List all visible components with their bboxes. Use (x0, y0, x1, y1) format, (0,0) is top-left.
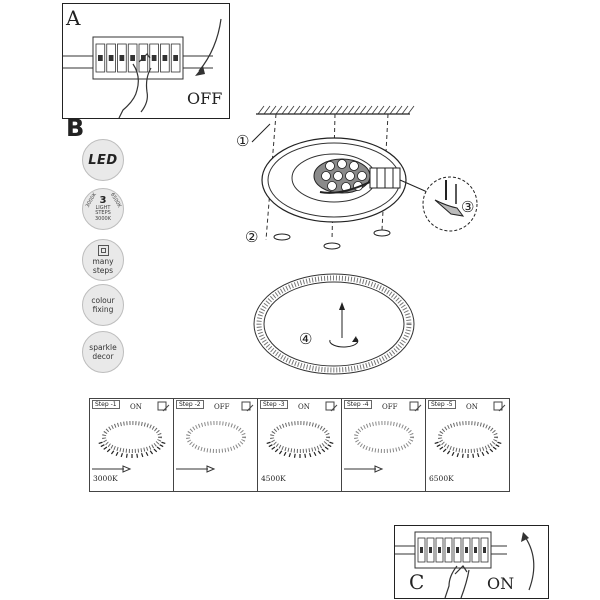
lamp-glow-icon (98, 421, 166, 458)
led-chip (345, 171, 355, 181)
step-panel-1: Step -1 ON 3000K (89, 398, 174, 492)
sparkle-decor-icon: sparkle decor (82, 331, 124, 373)
step-switch-state: ON (130, 403, 142, 411)
step-switch-state: ON (466, 403, 478, 411)
lamp-glow-icon (266, 421, 334, 458)
step-panel-4: Step -4 OFF (341, 398, 426, 492)
arrow-icon (176, 465, 216, 473)
step-panel-2: Step -2 OFF (173, 398, 258, 492)
hand-switch-icon (325, 401, 338, 412)
step-label: Step -5 (428, 400, 456, 409)
step-panel-5: Step -5 ON 6500K (425, 398, 510, 492)
light-rays (98, 441, 166, 458)
led-chip (337, 159, 347, 169)
breaker-panel-off-illustration (63, 18, 222, 118)
steps-line1: LIGHT (95, 204, 111, 211)
arrow-icon (92, 465, 132, 473)
panel-c-letter: C (409, 570, 425, 594)
ceiling-hatch (257, 105, 415, 115)
step-label: Step -2 (176, 400, 204, 409)
panel-b-letter: B (66, 114, 85, 142)
many-text: many (92, 257, 114, 266)
arrow-icon (344, 465, 384, 473)
callout-1: ① (236, 132, 250, 150)
square-symbol (97, 245, 109, 256)
sparkle-text: sparkle (89, 343, 117, 352)
step-kelvin: 3000K (93, 474, 118, 483)
step-panel-3: Step -3 ON 4500K (257, 398, 342, 492)
off-label: OFF (187, 89, 223, 108)
hand-switch-icon (157, 401, 170, 412)
lamp-off-icon (186, 421, 246, 453)
step-label: Step -3 (260, 400, 288, 409)
callout-2: ② (245, 228, 259, 246)
step-kelvin: 4500K (261, 474, 286, 483)
panel-c: C ON (394, 525, 549, 599)
step-label: Step -4 (344, 400, 372, 409)
hand-switch-icon (241, 401, 254, 412)
led-chip (333, 171, 343, 181)
led-chip (321, 171, 331, 181)
decor-text: decor (92, 352, 114, 361)
led-chip (327, 181, 337, 191)
light-rays (434, 441, 502, 458)
breaker-panel-on-illustration (395, 531, 535, 598)
hand-switch-icon (493, 401, 506, 412)
lamp-glow-icon (434, 421, 502, 458)
panel-a-letter: A (66, 6, 81, 30)
led-chip (357, 171, 367, 181)
light-rays (266, 441, 334, 458)
light-steps-icon: 3 LIGHT STEPS 3000K 3000K 6500K (82, 188, 124, 230)
led-chip (349, 161, 359, 171)
led-chip (325, 161, 335, 171)
steps-line3: 3000K (94, 215, 111, 222)
hand-switch-icon (409, 401, 422, 412)
step-switch-state: OFF (214, 403, 230, 411)
callout-3: ③ (461, 198, 475, 216)
panel-a: A OFF (62, 3, 230, 119)
callout-4: ④ (299, 330, 313, 348)
many-steps-icon: many steps (82, 239, 124, 281)
fixing-text: fixing (92, 305, 114, 314)
step-kelvin: 6500K (429, 474, 454, 483)
colour-text: colour (91, 296, 115, 305)
step-label: Step -1 (92, 400, 120, 409)
steps-right-temp: 6500K (109, 191, 123, 209)
breaker-row (417, 537, 489, 563)
installation-drawing (251, 105, 478, 375)
colour-fixing-icon: colour fixing (82, 284, 124, 326)
on-label: ON (487, 574, 515, 593)
steps-line2: STEPS (95, 210, 111, 217)
steps-number: 3 (99, 194, 107, 206)
step-switch-state: ON (298, 403, 310, 411)
led-icon: LED (82, 139, 124, 181)
lamp-off-icon (354, 421, 414, 453)
steps-text: steps (92, 266, 114, 275)
led-text: LED (88, 152, 118, 168)
step-switch-state: OFF (382, 403, 398, 411)
